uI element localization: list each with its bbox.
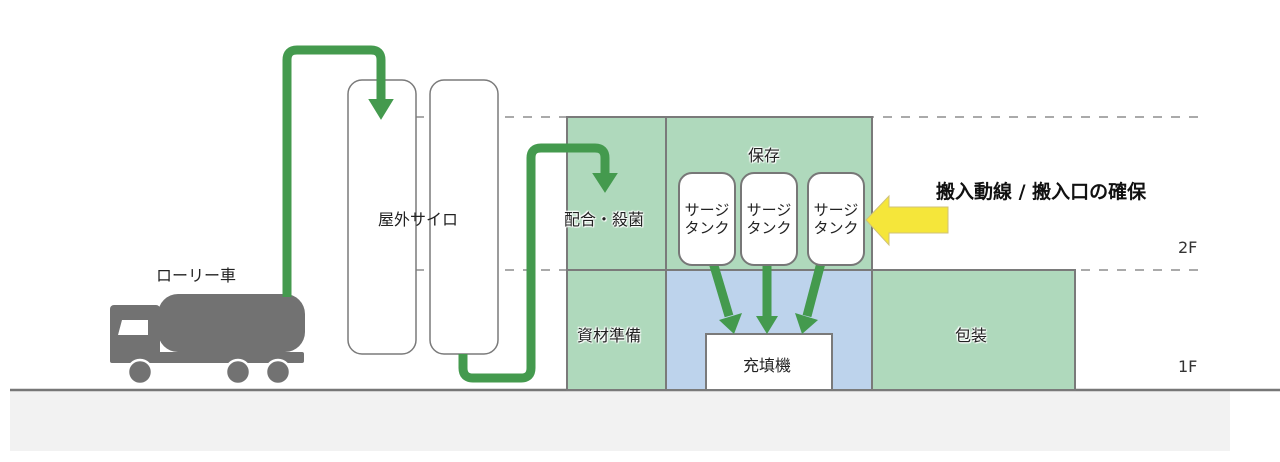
floor-label-2f: 2F xyxy=(1178,238,1198,257)
surge-tank: サージタンク xyxy=(740,172,798,266)
ground xyxy=(10,390,1230,451)
surge-tank: サージタンク xyxy=(678,172,736,266)
surge-tank-line2: タンク xyxy=(813,219,859,237)
flow-arrow-silo-to-mixing xyxy=(458,143,610,383)
highlight-arrow-icon xyxy=(865,194,949,247)
room-packaging xyxy=(871,269,1076,391)
surge-tank: サージタンク xyxy=(807,172,865,266)
surge-tank-line1: サージ xyxy=(746,201,792,219)
filler-machine xyxy=(705,333,833,391)
flow-arrowhead-mixing xyxy=(592,173,618,193)
headline: 搬入動線 / 搬入口の確保 xyxy=(936,181,1147,203)
filler-label: 充填機 xyxy=(743,356,792,375)
flow-arrowhead-silo xyxy=(368,99,394,120)
surge-tank-line2: タンク xyxy=(746,219,792,237)
packaging-label: 包装 xyxy=(955,326,988,345)
tanker-truck-icon xyxy=(110,294,305,386)
materials-label: 資材準備 xyxy=(577,326,642,345)
silo-label: 屋外サイロ xyxy=(378,210,459,229)
mixing-label: 配合・殺菌 xyxy=(564,210,645,229)
floor-label-1f: 1F xyxy=(1178,357,1198,376)
flow-arrow-truck-to-silo xyxy=(282,45,386,297)
surge-tank-line1: サージ xyxy=(684,201,730,219)
storage-label: 保存 xyxy=(748,146,781,165)
truck-label: ローリー車 xyxy=(156,266,237,285)
room-mixing xyxy=(566,116,667,271)
surge-tank-line1: サージ xyxy=(813,201,859,219)
surge-tank-line2: タンク xyxy=(684,219,730,237)
flow-arrows-tanks-to-filler xyxy=(707,257,827,334)
